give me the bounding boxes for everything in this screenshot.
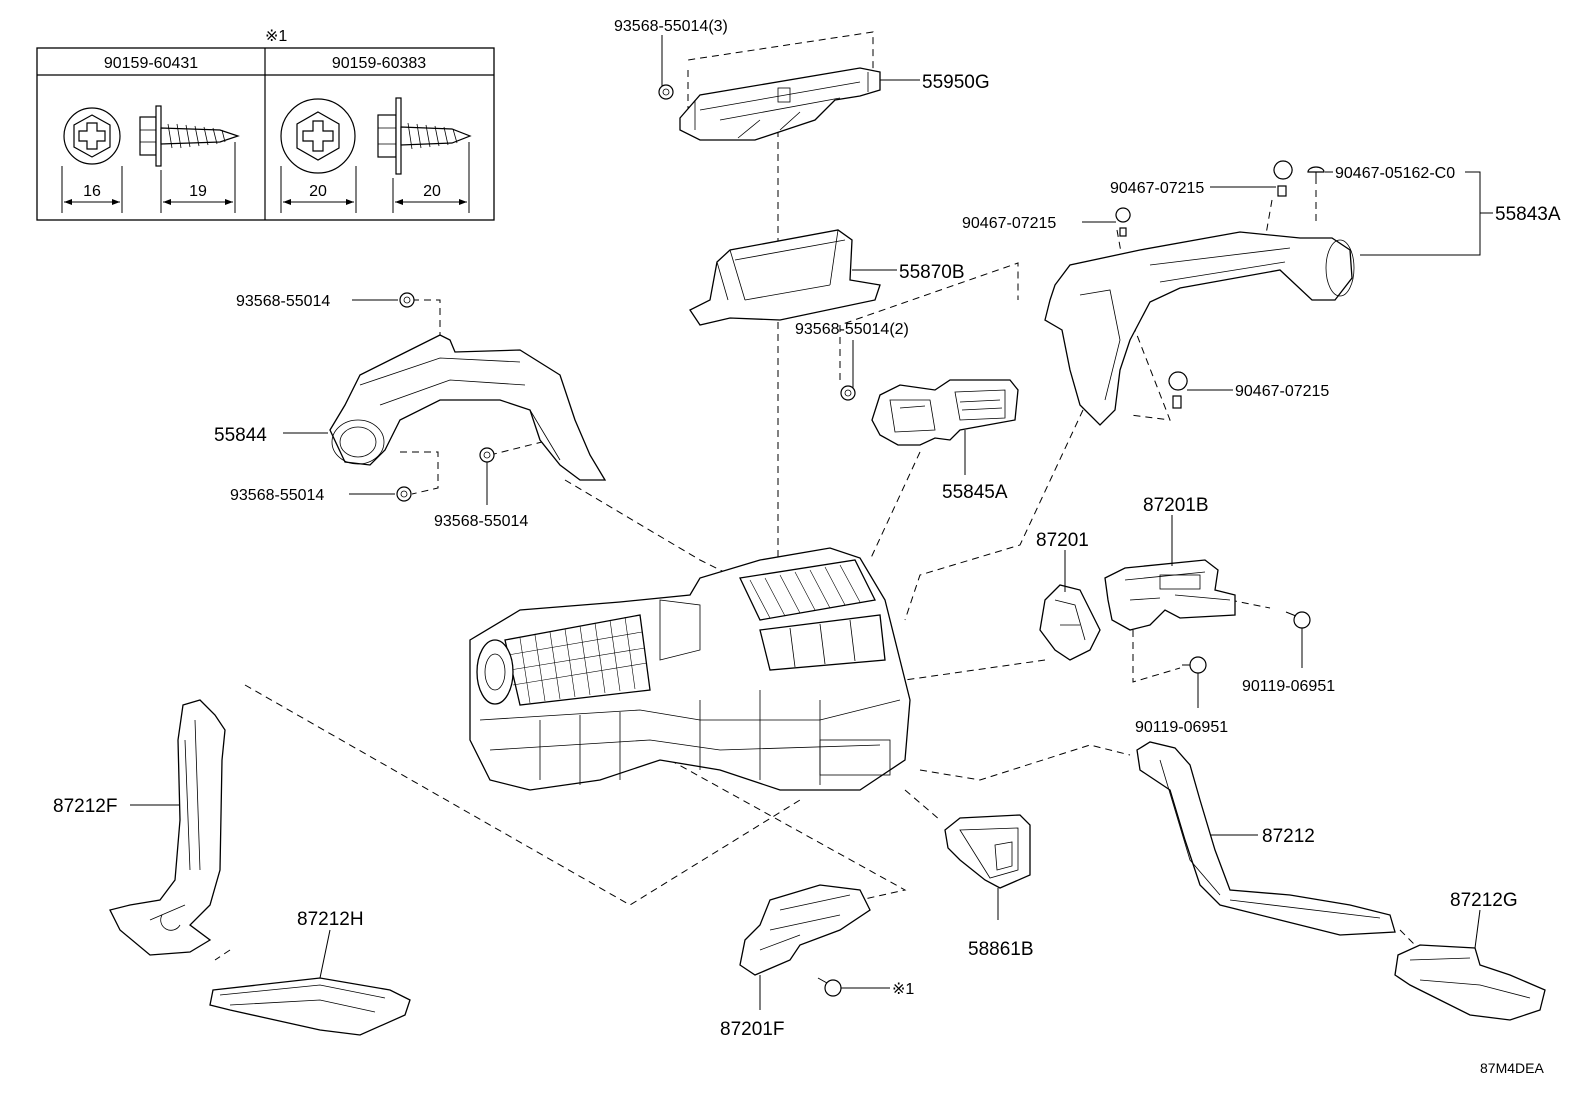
floor-duct-87212H: [209, 977, 411, 1036]
label-58861B: 58861B: [968, 939, 1034, 960]
label-93568-55014-3: 93568-55014(3): [614, 18, 728, 35]
label-55843A: 55843A: [1495, 204, 1561, 225]
label-93568-55014-top: 93568-55014: [236, 293, 330, 310]
label-87212G: 87212G: [1450, 890, 1518, 911]
part-labels: 93568-55014(3) 55950G 55870B 93568-55014…: [53, 18, 1561, 1076]
legend-col2-head-dim: 20: [309, 183, 327, 200]
screw-icon: [1182, 656, 1207, 674]
legend-col2-length-dim: 20: [423, 183, 441, 200]
duct-87201: [1039, 584, 1101, 661]
side-duct-55844: [329, 334, 607, 481]
legend-col1-head-dim: 16: [83, 183, 101, 200]
floor-duct-87212F: [109, 699, 226, 956]
legend-col2-part-no: 90159-60383: [332, 55, 426, 72]
label-87201B: 87201B: [1143, 495, 1209, 516]
nut-icon: [479, 447, 495, 463]
label-87212: 87212: [1262, 826, 1315, 847]
clip-icon: [1168, 371, 1188, 409]
legend-col1-part-no: 90159-60431: [104, 55, 198, 72]
clip-icon: [1115, 207, 1131, 237]
clip-icon: [1273, 160, 1293, 197]
label-55870B: 55870B: [899, 262, 965, 283]
label-87212H: 87212H: [297, 909, 364, 930]
label-90467-05162-C0: 90467-05162-C0: [1335, 165, 1455, 182]
label-note-ref: ※1: [892, 981, 914, 998]
duct-87201B: [1104, 559, 1236, 631]
push-clip-icon: [1307, 166, 1325, 184]
label-93568-55014-bottom: 93568-55014: [434, 513, 528, 530]
label-87212F: 87212F: [53, 796, 117, 817]
floor-duct-87212: [1136, 741, 1396, 936]
duct-55870B: [689, 229, 881, 326]
label-55950G: 55950G: [922, 72, 990, 93]
nut-icon: [658, 84, 674, 100]
label-87201: 87201: [1036, 530, 1089, 551]
nut-icon: [840, 385, 856, 401]
label-90467-07215-b: 90467-07215: [962, 215, 1056, 232]
defroster-nozzle-55950G: [679, 67, 881, 141]
legend-note-mark: ※1: [265, 28, 287, 45]
label-93568-55014-left: 93568-55014: [230, 487, 324, 504]
label-90119-06951-b: 90119-06951: [1135, 719, 1228, 736]
rear-duct-58861B: [944, 814, 1031, 889]
label-87201F: 87201F: [720, 1019, 784, 1040]
screw-head-icon: [63, 107, 121, 165]
label-90467-07215-c: 90467-07215: [1235, 383, 1329, 400]
label-55845A: 55845A: [942, 482, 1008, 503]
label-90467-07215-a: 90467-07215: [1110, 180, 1204, 197]
screw-icon: [1285, 611, 1311, 629]
tapping-screw-icon: [377, 97, 472, 175]
duct-87201F: [739, 884, 871, 976]
side-duct-55843A: [1044, 231, 1355, 426]
label-90119-06951-a: 90119-06951: [1242, 678, 1335, 695]
label-93568-55014-2: 93568-55014(2): [795, 321, 909, 338]
nut-icon: [396, 486, 412, 502]
nut-icon: [399, 292, 415, 308]
screw-head-icon: [280, 98, 356, 174]
tapping-screw-icon: [139, 105, 240, 167]
floor-duct-87212G: [1394, 944, 1546, 1021]
screw-icon: [817, 977, 842, 997]
leader-lines: [130, 35, 1493, 1010]
legend-col1-length-dim: 19: [189, 183, 207, 200]
fastener-legend-table: ※1 90159-60431 90159-60383 16: [36, 28, 495, 221]
diagram-code: 87M4DEA: [1480, 1060, 1544, 1076]
hvac-unit-assembly: [469, 547, 911, 791]
label-55844: 55844: [214, 425, 267, 446]
center-vent-55845A: [871, 379, 1019, 446]
